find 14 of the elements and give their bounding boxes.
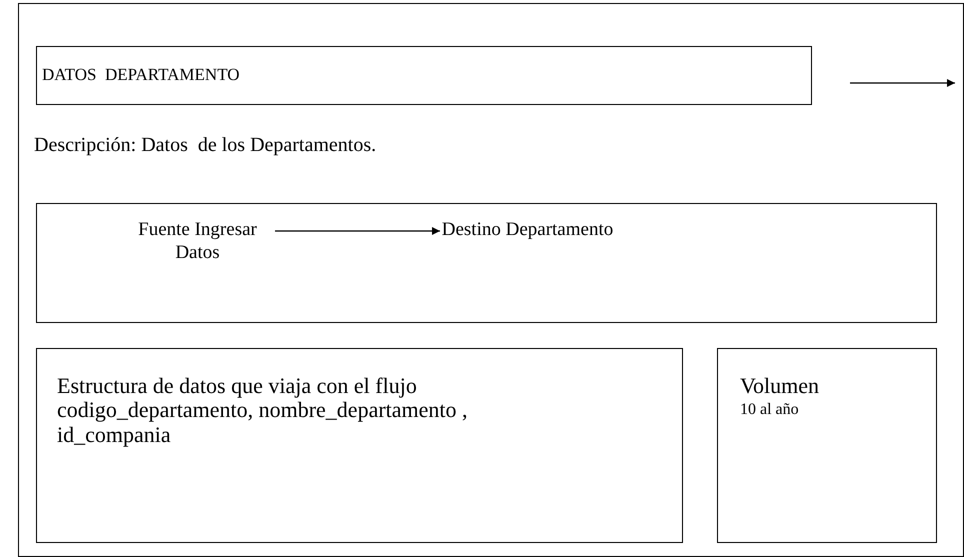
body-text: 10 al año [740, 401, 799, 420]
source-label: Fuente Ingresar Datos [120, 219, 275, 265]
heading-text: Estructura de datos que viaja con el flujo [57, 373, 417, 398]
structure-box [36, 348, 683, 543]
title-box [36, 46, 812, 105]
volume-box [717, 348, 937, 543]
flow-box [36, 203, 937, 323]
form-frame [18, 3, 964, 557]
description-text: Descripción: Datos de los Departamentos. [34, 134, 376, 157]
body-text: codigo_departamento, nombre_departamento , id_compania [57, 397, 469, 448]
destination-label: Destino Departamento [440, 219, 615, 242]
arrow [275, 227, 440, 235]
heading-text: Volumen [740, 373, 820, 398]
heading-text: DATOS DEPARTAMENTO [42, 65, 240, 85]
